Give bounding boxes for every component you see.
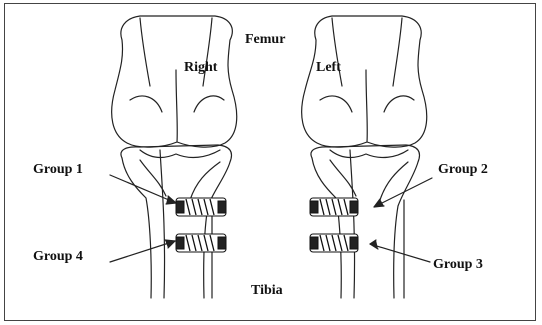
left-label: Left — [316, 61, 341, 75]
right-label: Right — [184, 61, 217, 75]
group-1-label: Group 1 — [33, 163, 83, 177]
right-tibia — [121, 145, 232, 298]
left-tibia — [311, 145, 420, 298]
left-femur — [302, 16, 427, 147]
arrow-group-4 — [110, 240, 175, 262]
group-3-label: Group 3 — [433, 258, 483, 272]
group-4-label: Group 4 — [33, 250, 83, 264]
implant-group-1 — [176, 198, 226, 216]
arrow-group-3 — [370, 240, 430, 262]
right-femur — [112, 16, 237, 147]
arrow-group-1 — [110, 175, 176, 204]
implant-group-3 — [310, 234, 358, 252]
tibia-label: Tibia — [251, 284, 283, 298]
femur-label: Femur — [245, 33, 285, 47]
group-2-label: Group 2 — [438, 163, 488, 177]
implant-group-2 — [310, 198, 358, 216]
implant-group-4 — [176, 234, 226, 252]
